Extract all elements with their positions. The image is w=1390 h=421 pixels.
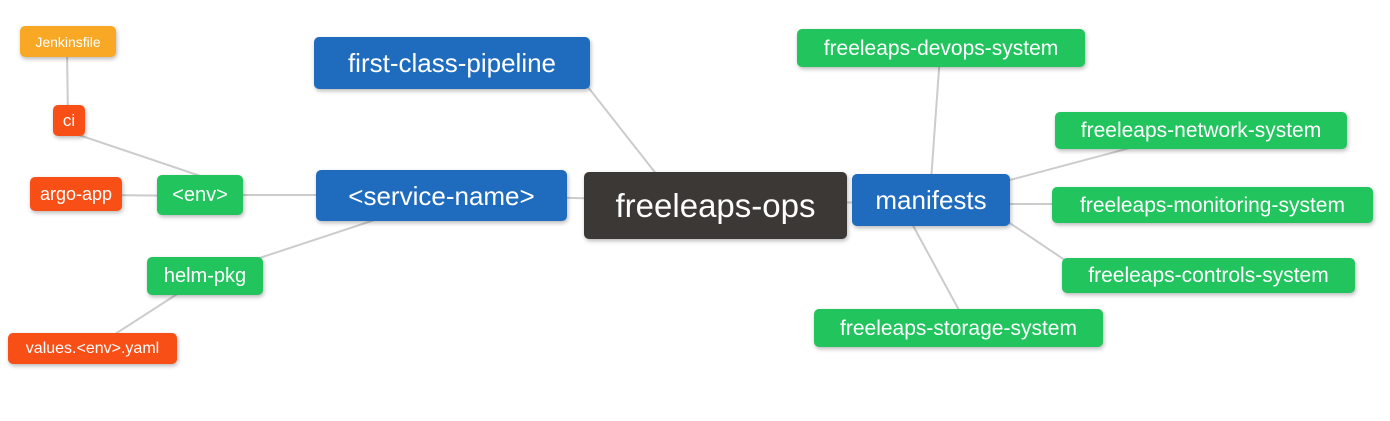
node-values-env-yaml[interactable]: values.<env>.yaml	[8, 333, 177, 364]
node-ci[interactable]: ci	[53, 105, 85, 136]
node-jenkinsfile[interactable]: Jenkinsfile	[20, 26, 116, 57]
edge-manifests-to-storage-system	[909, 219, 961, 313]
node-network-system[interactable]: freeleaps-network-system	[1055, 112, 1347, 149]
node-controls-system[interactable]: freeleaps-controls-system	[1062, 258, 1355, 293]
node-helm-pkg[interactable]: helm-pkg	[147, 257, 263, 295]
node-manifests[interactable]: manifests	[852, 174, 1010, 226]
node-env[interactable]: <env>	[157, 175, 243, 215]
node-freeleaps-ops[interactable]: freeleaps-ops	[584, 172, 847, 239]
edge-manifests-to-devops-system	[929, 54, 941, 196]
node-monitoring-system[interactable]: freeleaps-monitoring-system	[1052, 187, 1373, 223]
node-storage-system[interactable]: freeleaps-storage-system	[814, 309, 1103, 347]
node-devops-system[interactable]: freeleaps-devops-system	[797, 29, 1085, 67]
node-argo-app[interactable]: argo-app	[30, 177, 122, 211]
node-service-name[interactable]: <service-name>	[316, 170, 567, 221]
node-first-class-pipeline[interactable]: first-class-pipeline	[314, 37, 590, 89]
